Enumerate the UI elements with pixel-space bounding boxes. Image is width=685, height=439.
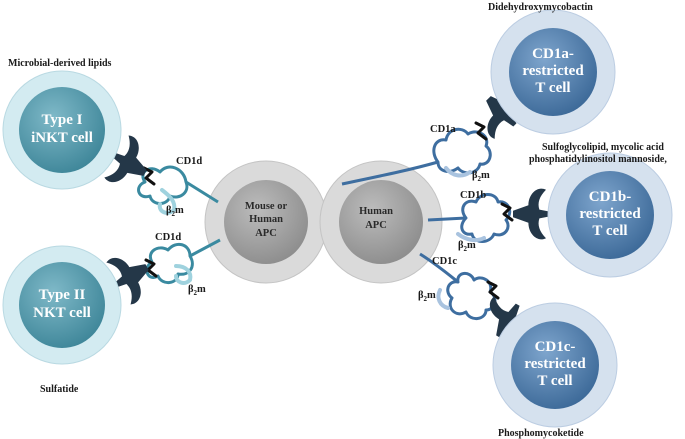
- svg-text:β2m: β2m: [458, 240, 476, 253]
- cd1c-label: CD1c: [432, 256, 457, 267]
- b2m-sub: 2: [172, 210, 176, 218]
- b2m-tail: m: [427, 290, 436, 301]
- sulfoglycolipid-label-line2: phosphatidylinositol mannoside,: [529, 154, 667, 165]
- cd1a-molecule: [341, 127, 492, 186]
- human-apc: Human APC: [319, 160, 443, 284]
- b2m-base: β: [472, 170, 478, 181]
- phosphomycoketide-label: Phosphomycoketide: [498, 428, 584, 439]
- b2m-base: β: [188, 284, 194, 295]
- sulfoglycolipid-label-line1: Sulfoglycolipid, mycolic acid: [542, 142, 664, 153]
- b2m-tail: m: [197, 284, 206, 295]
- cd1b-molecule: [427, 193, 512, 243]
- cd1a-cell-label-line1: CD1a-: [532, 46, 574, 62]
- b2m-tail: m: [481, 170, 490, 181]
- cd1d-bottom-molecule: [145, 238, 221, 285]
- type2-nkt-cell: Type II NKT cell: [2, 245, 122, 365]
- b2m-label: β2m: [188, 284, 206, 297]
- type1-label-line2: iNKT cell: [31, 130, 93, 146]
- cd1c-molecule: [419, 252, 497, 320]
- b2m-label: β2m: [418, 290, 436, 303]
- b2m-sub: 2: [464, 245, 468, 253]
- cd1d-bottom-label: CD1d: [155, 232, 181, 243]
- svg-text:β2m: β2m: [472, 170, 490, 183]
- didehydroxymycobactin-label: Didehydroxymycobactin: [488, 2, 593, 13]
- cd1b-cell-label-line2: restricted: [579, 206, 641, 222]
- type1-label-line1: Type I: [42, 112, 83, 128]
- cd1a-cell-label-line2: restricted: [522, 63, 584, 79]
- cd1a-restricted-t-cell: CD1a- restricted T cell: [490, 9, 616, 135]
- type2-label-line1: Type II: [39, 287, 86, 303]
- apc-label-line1: Mouse or: [245, 201, 288, 212]
- b2m-label: β2m: [472, 170, 490, 183]
- sulfatide-label: Sulfatide: [40, 384, 79, 395]
- apc-label-line2: Human: [249, 214, 283, 225]
- cd1c-cell-label-line3: T cell: [537, 373, 572, 389]
- cd1c-cell-label-line2: restricted: [524, 356, 586, 372]
- human-apc-label-line2: APC: [365, 220, 387, 231]
- cd1c-restricted-t-cell: CD1c- restricted T cell: [492, 302, 618, 428]
- cd1b-cell-label-line1: CD1b-: [589, 189, 632, 205]
- b2m-base: β: [418, 290, 424, 301]
- type1-inkt-cell: Type I iNKT cell: [2, 70, 122, 190]
- b2m-tail: m: [175, 205, 184, 216]
- cd1d-top-label: CD1d: [176, 156, 202, 167]
- human-apc-label-line1: Human: [359, 206, 393, 217]
- b2m-sub: 2: [194, 289, 198, 297]
- cd1c-cell-label-line1: CD1c-: [535, 339, 576, 355]
- b2m-base: β: [458, 240, 464, 251]
- cd1b-cell-label-line3: T cell: [592, 223, 627, 239]
- svg-text:β2m: β2m: [188, 284, 206, 297]
- apc-label-line3: APC: [255, 228, 277, 239]
- type2-label-line2: NKT cell: [33, 305, 91, 321]
- b2m-label: β2m: [166, 205, 184, 218]
- svg-text:β2m: β2m: [418, 290, 436, 303]
- b2m-tail: m: [467, 240, 476, 251]
- tcr-receptor-icon: [513, 188, 551, 240]
- cd1b-restricted-t-cell: CD1b- restricted T cell: [547, 152, 673, 278]
- mouse-human-apc: Mouse or Human APC: [204, 160, 328, 284]
- b2m-sub: 2: [478, 175, 482, 183]
- cd1a-cell-label-line3: T cell: [535, 80, 570, 96]
- b2m-base: β: [166, 205, 172, 216]
- svg-text:β2m: β2m: [166, 205, 184, 218]
- cd1a-label: CD1a: [430, 124, 456, 135]
- cd1d-top-molecule: [137, 165, 219, 215]
- b2m-label: β2m: [458, 240, 476, 253]
- microbial-lipids-label: Microbial-derived lipids: [8, 58, 112, 69]
- cd1b-label: CD1b: [460, 190, 486, 201]
- b2m-sub: 2: [424, 295, 428, 303]
